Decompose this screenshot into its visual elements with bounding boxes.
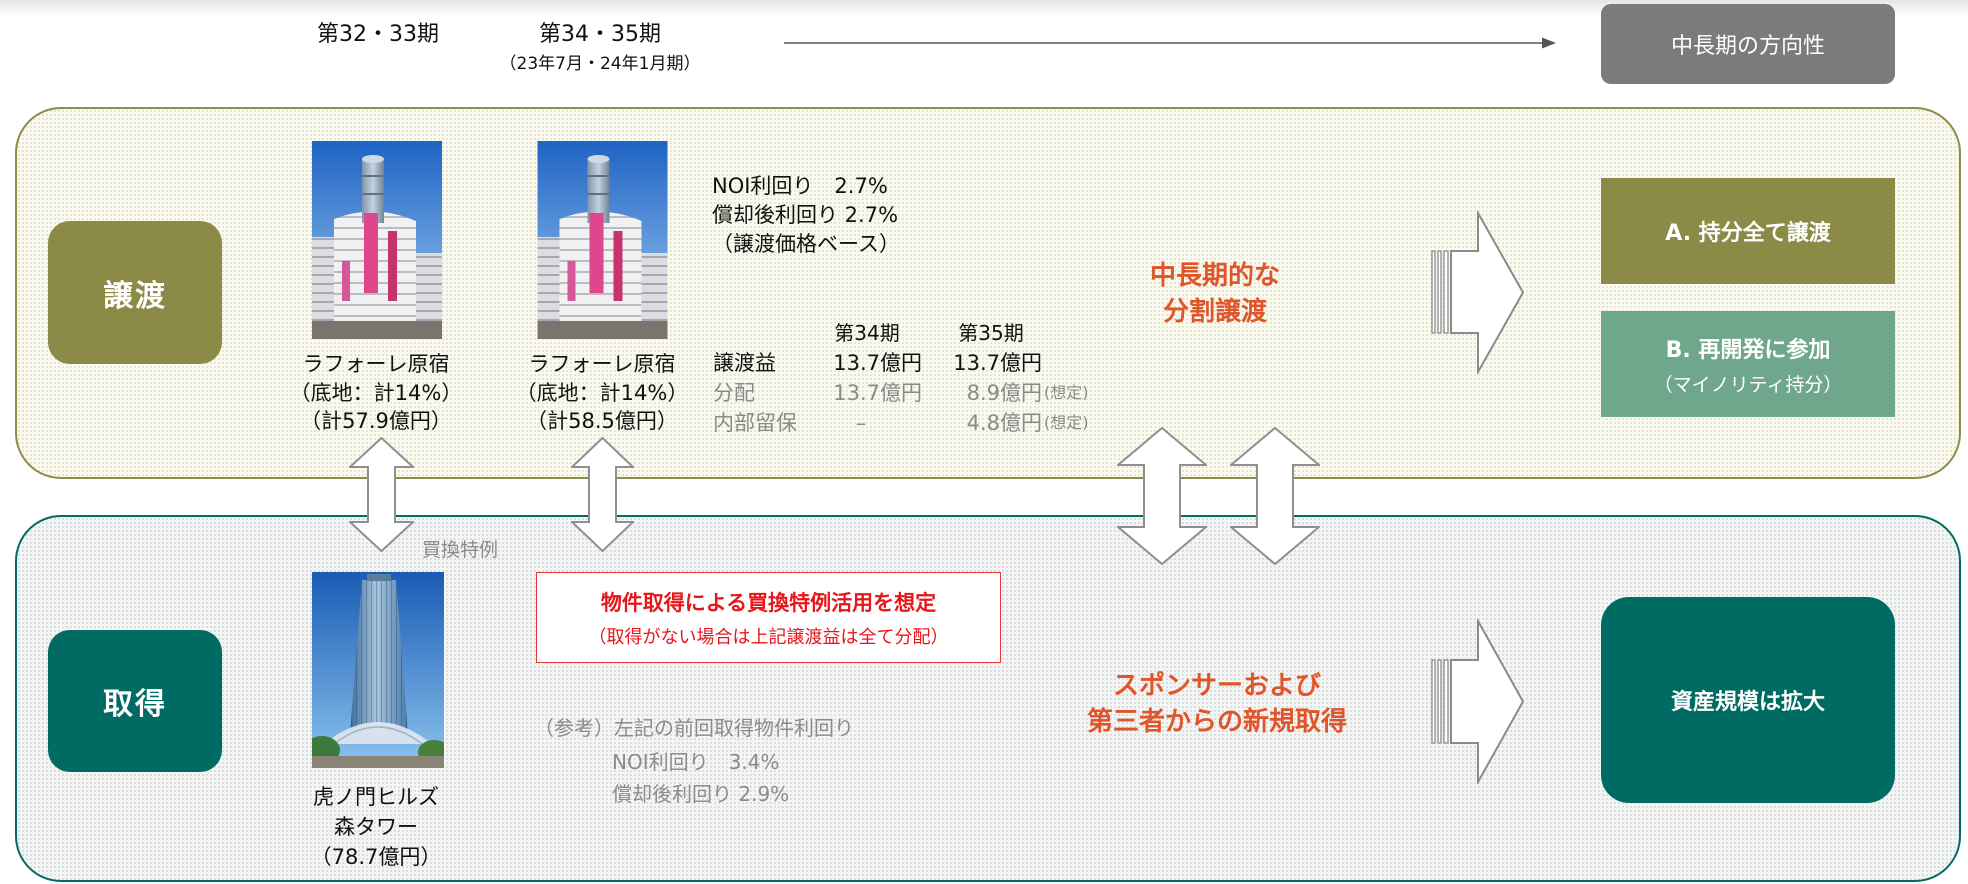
double-arrow-icon	[1230, 427, 1320, 565]
depreciated-yield: 償却後利回り 2.7%	[712, 203, 899, 227]
row-label: 内部留保	[713, 411, 797, 435]
property-c-name-line2: 森タワー	[334, 815, 418, 839]
double-arrow-icon	[1117, 427, 1207, 565]
property-b-amount: （計58.5億円）	[526, 409, 678, 433]
result-box: 資産規模は拡大	[1601, 597, 1895, 803]
transfer-strategy: 中長期的な 分割譲渡	[1095, 258, 1335, 330]
photo-street	[537, 321, 668, 339]
table-header-34: 第34期	[834, 321, 900, 345]
laforet-harajuku-photo	[312, 141, 442, 339]
acquisition-label: 取得	[48, 630, 222, 772]
property-c-name-line1: 虎ノ門ヒルズ	[313, 785, 439, 809]
acquisition-strategy: スポンサーおよび 第三者からの新規取得	[1057, 668, 1377, 740]
exchange-special-label: 買換特例	[422, 539, 499, 561]
reference-title: （参考）左記の前回取得物件利回り	[534, 716, 854, 740]
property-c-amount: （78.7億円）	[310, 845, 442, 869]
row-note: (想定)	[1044, 413, 1089, 432]
transfer-yields: NOI利回り 2.7% 償却後利回り 2.7% （譲渡価格ベース）	[712, 172, 900, 259]
table-row-gain: 譲渡益 13.7億円 13.7億円	[713, 348, 1133, 378]
property-b-caption: ラフォーレ原宿 （底地：計14%） （計58.5億円）	[492, 350, 712, 436]
period-label-34-35: 第34・35期	[539, 22, 661, 47]
option-a-box: A. 持分全て譲渡	[1601, 178, 1895, 284]
row-note: (想定)	[1044, 383, 1089, 402]
timeline-arrow	[784, 36, 1556, 50]
exchange-note-sub: （取得がない場合は上記譲渡益は全て分配）	[588, 626, 949, 648]
row-value-34: 13.7億円	[833, 351, 922, 375]
row-value-35: 4.8億円	[966, 411, 1042, 435]
table-row-retained: 内部留保 – 4.8億円 (想定)	[713, 408, 1133, 438]
noi-yield: NOI利回り 2.7%	[712, 174, 888, 198]
property-a-caption: ラフォーレ原宿 （底地：計14%） （計57.9億円）	[266, 350, 486, 436]
property-b-name: ラフォーレ原宿	[528, 352, 676, 376]
photo-ground	[312, 756, 444, 768]
option-b-sub: （マイノリティ持分）	[1653, 373, 1843, 396]
exchange-note-box: 物件取得による買換特例活用を想定 （取得がない場合は上記譲渡益は全て分配）	[536, 572, 1001, 663]
acquisition-strategy-line2: 第三者からの新規取得	[1086, 707, 1347, 737]
period-label-34-35-sub: （23年7月・24年1月期）	[499, 54, 701, 74]
option-b-label: B. 再開発に参加	[1665, 337, 1831, 363]
row-value-34: 13.7億円	[833, 381, 922, 405]
property-a-name: ラフォーレ原宿	[302, 352, 450, 376]
table-header-35: 第35期	[958, 321, 1024, 345]
property-b-detail: （底地：計14%）	[515, 380, 689, 405]
right-arrow-icon	[1431, 211, 1525, 374]
reference-noi-yield: NOI利回り 3.4%	[612, 750, 780, 774]
transfer-label: 譲渡	[48, 221, 222, 364]
double-arrow-icon	[349, 437, 414, 552]
transfer-strategy-line2: 分割譲渡	[1162, 297, 1267, 327]
period-label-32-33: 第32・33期	[317, 22, 439, 47]
option-b-box: B. 再開発に参加 （マイノリティ持分）	[1601, 311, 1895, 417]
acquisition-strategy-line1: スポンサーおよび	[1112, 671, 1321, 701]
row-label: 譲渡益	[713, 351, 776, 375]
transfer-strategy-line1: 中長期的な	[1149, 261, 1280, 291]
row-value-34: –	[855, 411, 867, 435]
property-a-detail: （底地：計14%）	[289, 380, 463, 405]
row-label: 分配	[713, 381, 755, 405]
table-row-distribution: 分配 13.7億円 8.9億円 (想定)	[713, 378, 1133, 408]
photo-canopy	[324, 722, 432, 744]
laforet-harajuku-photo-2	[537, 141, 668, 339]
row-value-35: 13.7億円	[953, 351, 1042, 375]
photo-street	[312, 321, 442, 339]
right-arrow-icon	[1431, 619, 1525, 784]
double-arrow-icon	[571, 437, 634, 552]
reference-depreciated-yield: 償却後利回り 2.9%	[612, 782, 790, 806]
photo-banner	[589, 213, 604, 293]
option-a-label: A. 持分全て譲渡	[1665, 221, 1831, 246]
direction-label-box: 中長期の方向性	[1601, 4, 1895, 84]
exchange-note-main: 物件取得による買換特例活用を想定	[600, 590, 937, 615]
toranomon-hills-mori-tower-photo	[312, 572, 444, 768]
property-a-amount: （計57.9億円）	[300, 409, 452, 433]
property-c-caption: 虎ノ門ヒルズ 森タワー （78.7億円）	[266, 782, 486, 872]
photo-banner	[364, 213, 378, 293]
yield-basis: （譲渡価格ベース）	[712, 232, 900, 256]
row-value-35: 8.9億円	[966, 381, 1042, 405]
